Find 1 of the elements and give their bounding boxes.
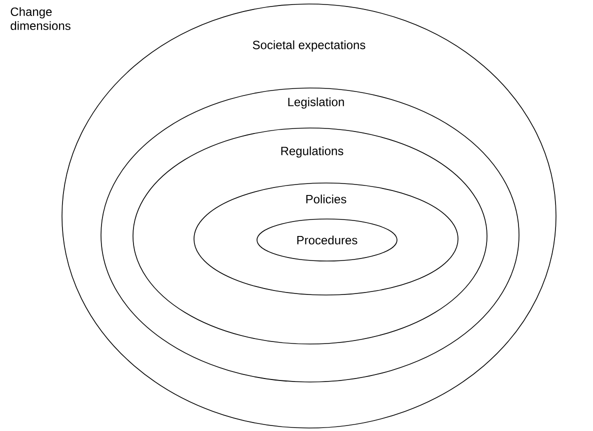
corner-label: Change dimensions [10, 7, 70, 30]
